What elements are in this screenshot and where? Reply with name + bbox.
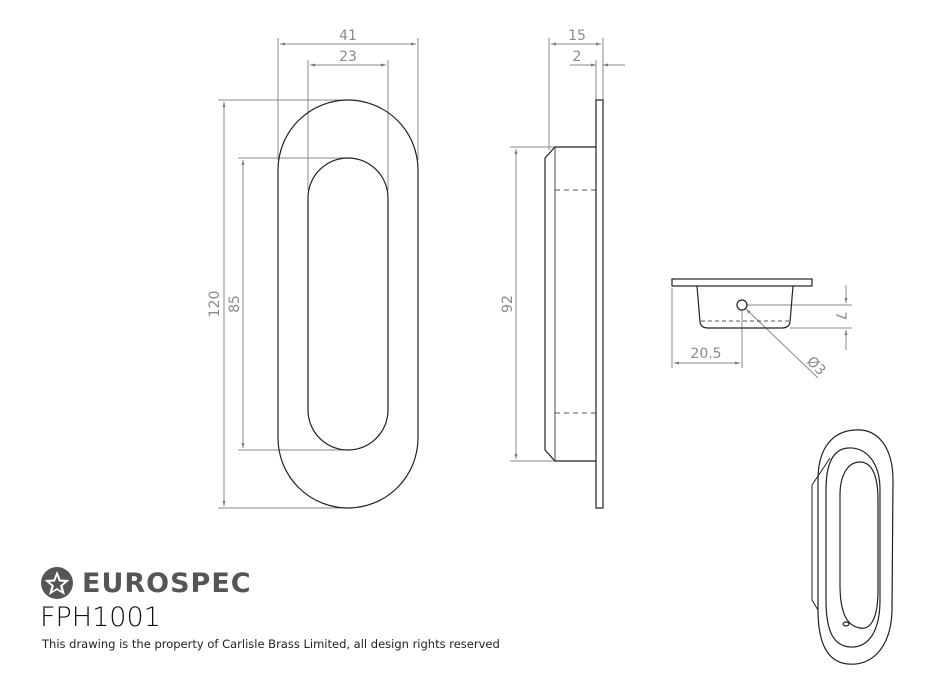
dim-23: 23: [339, 49, 357, 65]
detail-plate: [671, 278, 813, 287]
detail-body: [696, 285, 794, 329]
front-inner-outline: [307, 157, 389, 451]
dim-7: 7: [832, 312, 848, 321]
front-outer-outline: [277, 99, 419, 509]
dim-2: 2: [573, 49, 582, 65]
dimension-lines: [218, 38, 852, 509]
copyright-note: This drawing is the property of Carlisle…: [42, 637, 500, 651]
side-plate: [595, 99, 604, 509]
product-code: FPH1001: [40, 602, 161, 633]
dim-85: 85: [227, 295, 243, 313]
brand-logo: EUROSPEC: [40, 566, 252, 600]
side-body: [544, 146, 596, 462]
dim-120: 120: [207, 291, 223, 318]
dim-20-5: 20.5: [690, 346, 721, 362]
dimension-labels: 41 23 120 85 15 2 92 7 20.5 Ø3: [207, 28, 848, 379]
dim-41: 41: [339, 28, 357, 44]
dim-diameter-3: Ø3: [803, 354, 828, 379]
dim-92: 92: [500, 295, 516, 313]
dim-15: 15: [568, 28, 586, 44]
screw-hole: [736, 299, 748, 311]
part-outlines: [277, 99, 894, 665]
star-circle-icon: [41, 567, 73, 599]
3d-view: [811, 429, 894, 665]
brand-name: EUROSPEC: [82, 567, 252, 599]
